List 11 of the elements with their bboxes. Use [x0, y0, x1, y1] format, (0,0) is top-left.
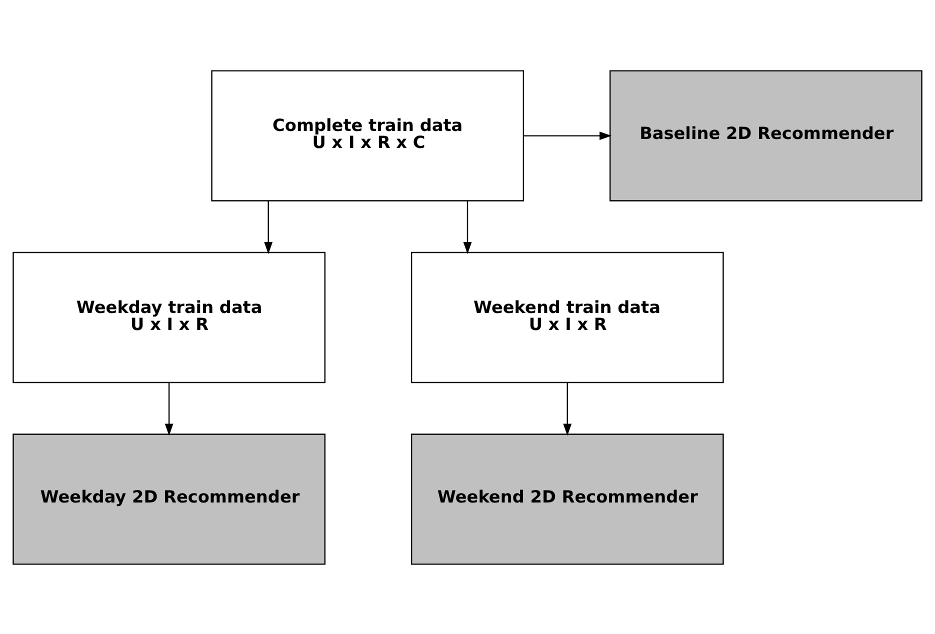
- arrow: [524, 131, 612, 140]
- arrow: [264, 200, 273, 254]
- node-box: Weekday train data U x I x R: [12, 251, 326, 383]
- arrow: [463, 200, 472, 254]
- node-box: Complete train data U x I x R x C: [211, 70, 524, 201]
- arrow: [164, 382, 174, 436]
- node-box: Weekday 2D Recommender: [12, 433, 326, 564]
- node-box: Baseline 2D Recommender: [610, 70, 922, 201]
- arrow: [563, 382, 572, 436]
- node-box: Weekend train data U x I x R: [410, 251, 724, 383]
- node-box: Weekend 2D Recommender: [410, 433, 724, 564]
